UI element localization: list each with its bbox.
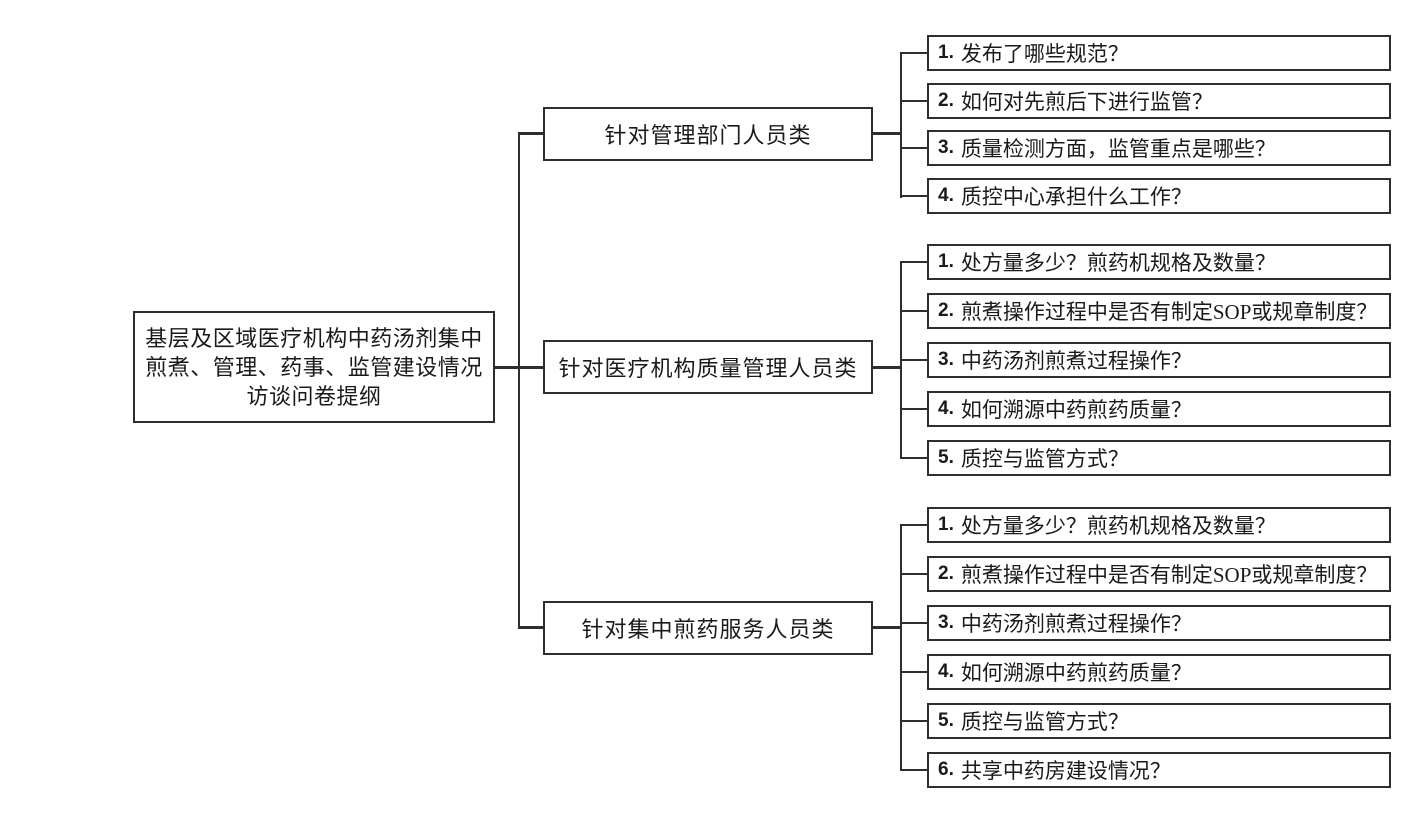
connector-question-stub	[900, 671, 927, 673]
question-number: 5.	[938, 710, 954, 731]
question-text: 如何对先煎后下进行监管？	[960, 90, 1213, 114]
question-node: 5. 质控与监管方式？	[927, 703, 1391, 739]
question-text: 中药汤剂煎煮过程操作？	[960, 612, 1192, 636]
question-node: 4. 如何溯源中药煎药质量？	[927, 391, 1391, 427]
question-text: 质控与监管方式？	[960, 710, 1129, 734]
question-number: 4.	[938, 661, 954, 682]
question-node: 2. 煎煮操作过程中是否有制定SOP或规章制度？	[927, 556, 1391, 592]
connector-question-stub	[900, 359, 927, 361]
branch-node-management-dept: 针对管理部门人员类	[543, 107, 873, 161]
question-text: 处方量多少？煎药机规格及数量？	[960, 514, 1276, 538]
connector-question-stub	[900, 408, 927, 410]
root-label-line-2: 煎煮、管理、药事、监管建设情况	[145, 354, 483, 380]
branch-node-medical-quality: 针对医疗机构质量管理人员类	[543, 340, 873, 394]
root-node: 基层及区域医疗机构中药汤剂集中 煎煮、管理、药事、监管建设情况 访谈问卷提纲	[133, 311, 495, 423]
branch-label: 针对医疗机构质量管理人员类	[558, 356, 858, 381]
question-number: 2.	[938, 300, 954, 321]
question-node: 4. 质控中心承担什么工作？	[927, 178, 1391, 214]
branch-node-decoction-service: 针对集中煎药服务人员类	[543, 601, 873, 655]
question-text: 质控中心承担什么工作？	[960, 185, 1192, 209]
connector-question-stub	[900, 524, 927, 526]
connector-trunk-to-branch3	[518, 626, 543, 629]
connector-question-stub	[900, 100, 927, 102]
question-number: 3.	[938, 612, 954, 633]
root-node-label: 基层及区域医疗机构中药汤剂集中 煎煮、管理、药事、监管建设情况 访谈问卷提纲	[145, 324, 483, 411]
connector-question-stub	[900, 195, 927, 197]
question-number: 2.	[938, 90, 954, 111]
question-text: 共享中药房建设情况？	[960, 759, 1171, 783]
connector-question-stub	[900, 457, 927, 459]
question-number: 3.	[938, 137, 954, 158]
connector-main-trunk	[518, 133, 520, 629]
question-node: 1. 处方量多少？煎药机规格及数量？	[927, 244, 1391, 280]
connector-question-stub	[900, 622, 927, 624]
question-node: 1. 处方量多少？煎药机规格及数量？	[927, 507, 1391, 543]
question-node: 2. 煎煮操作过程中是否有制定SOP或规章制度？	[927, 293, 1391, 329]
connector-question-stub	[900, 261, 927, 263]
question-number: 6.	[938, 759, 954, 780]
connector-branch1-trunk	[900, 52, 902, 198]
connector-branch3-stub	[873, 626, 902, 629]
connector-question-stub	[900, 769, 927, 771]
connector-branch3-trunk	[900, 524, 902, 771]
question-number: 2.	[938, 563, 954, 584]
question-text: 如何溯源中药煎药质量？	[960, 398, 1192, 422]
question-number: 1.	[938, 42, 954, 63]
connector-question-stub	[900, 52, 927, 54]
question-node: 2. 如何对先煎后下进行监管？	[927, 83, 1391, 119]
connector-branch1-stub	[873, 132, 902, 135]
question-text: 质量检测方面，监管重点是哪些？	[960, 137, 1276, 161]
question-node: 3. 质量检测方面，监管重点是哪些？	[927, 130, 1391, 166]
question-node: 6. 共享中药房建设情况？	[927, 752, 1391, 788]
question-text: 处方量多少？煎药机规格及数量？	[960, 251, 1276, 275]
question-number: 1.	[938, 251, 954, 272]
connector-trunk-to-branch1	[518, 132, 543, 135]
connector-question-stub	[900, 310, 927, 312]
question-text: 中药汤剂煎煮过程操作？	[960, 349, 1192, 373]
question-node: 4. 如何溯源中药煎药质量？	[927, 654, 1391, 690]
connector-branch2-stub	[873, 366, 902, 369]
branch-label: 针对集中煎药服务人员类	[581, 617, 835, 642]
question-text: 煎煮操作过程中是否有制定SOP或规章制度？	[960, 563, 1378, 587]
question-number: 5.	[938, 447, 954, 468]
root-label-line-3: 访谈问卷提纲	[246, 383, 382, 409]
connector-question-stub	[900, 147, 927, 149]
connector-question-stub	[900, 720, 927, 722]
question-text: 煎煮操作过程中是否有制定SOP或规章制度？	[960, 300, 1378, 324]
question-text: 如何溯源中药煎药质量？	[960, 661, 1192, 685]
question-number: 3.	[938, 349, 954, 370]
question-node: 1. 发布了哪些规范？	[927, 35, 1391, 71]
question-number: 4.	[938, 185, 954, 206]
root-label-line-1: 基层及区域医疗机构中药汤剂集中	[145, 325, 483, 351]
question-number: 4.	[938, 398, 954, 419]
question-number: 1.	[938, 514, 954, 535]
question-node: 5. 质控与监管方式？	[927, 440, 1391, 476]
question-text: 发布了哪些规范？	[960, 42, 1129, 66]
question-text: 质控与监管方式？	[960, 447, 1129, 471]
branch-label: 针对管理部门人员类	[604, 123, 812, 148]
connector-question-stub	[900, 573, 927, 575]
question-node: 3. 中药汤剂煎煮过程操作？	[927, 605, 1391, 641]
question-node: 3. 中药汤剂煎煮过程操作？	[927, 342, 1391, 378]
